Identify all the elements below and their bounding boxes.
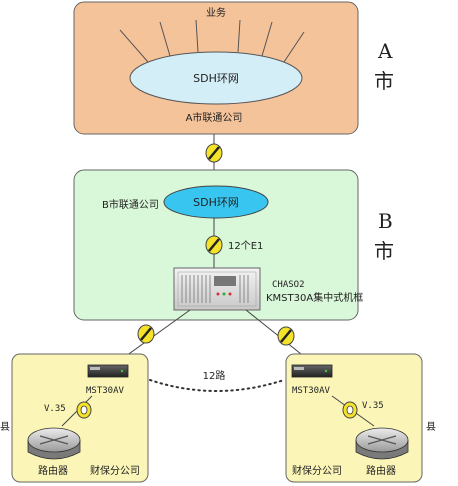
- connector-icon: [76, 401, 92, 419]
- chassis-name: CHASO2: [272, 280, 305, 290]
- service-label: 业务: [206, 6, 226, 19]
- chassis-desc: KMST30A集中式机框: [266, 291, 363, 304]
- e1-link-label: 12个E1: [228, 240, 263, 252]
- city-a-company-label: A市联通公司: [186, 111, 243, 124]
- modem-icon: [87, 364, 129, 378]
- link-count-label: 12路: [203, 369, 226, 382]
- rack-chassis-icon: [173, 267, 261, 311]
- city-b-company-label: B市联通公司: [102, 198, 159, 211]
- city-a-city: 市: [374, 69, 394, 93]
- modem-left-name: MST30AV: [86, 386, 125, 396]
- branch-right-label: 财保分公司: [292, 464, 342, 477]
- sdh-ring-b-label: SDH环网: [193, 196, 239, 209]
- modem-icon: [291, 364, 333, 378]
- service-rays: [119, 19, 305, 63]
- connector-icon: [205, 143, 223, 163]
- city-b-letter: B: [378, 209, 393, 233]
- router-icon: [355, 427, 409, 460]
- router-left-label: 路由器: [38, 464, 68, 477]
- sdh-ring-b: [163, 185, 269, 219]
- branch-left-label: 财保分公司: [90, 464, 140, 477]
- router-icon: [27, 427, 81, 460]
- city-a-letter: A: [377, 39, 393, 63]
- link-count-arc: [149, 379, 285, 392]
- city-b-city: 市: [374, 239, 394, 263]
- connector-icon: [342, 401, 358, 419]
- sdh-ring-a-label: SDH环网: [193, 72, 239, 85]
- router-right-label: 路由器: [366, 464, 396, 477]
- connector-icon: [137, 324, 155, 344]
- interface-right-label: V.35: [362, 401, 384, 411]
- county-left-label: 县: [0, 421, 10, 433]
- county-right-label: 县: [426, 421, 436, 433]
- interface-left-label: V.35: [44, 404, 66, 414]
- connector-icon: [277, 326, 295, 346]
- sdh-ring-a: [129, 51, 303, 105]
- connector-icon: [205, 235, 223, 255]
- modem-right-name: MST30AV: [292, 386, 331, 396]
